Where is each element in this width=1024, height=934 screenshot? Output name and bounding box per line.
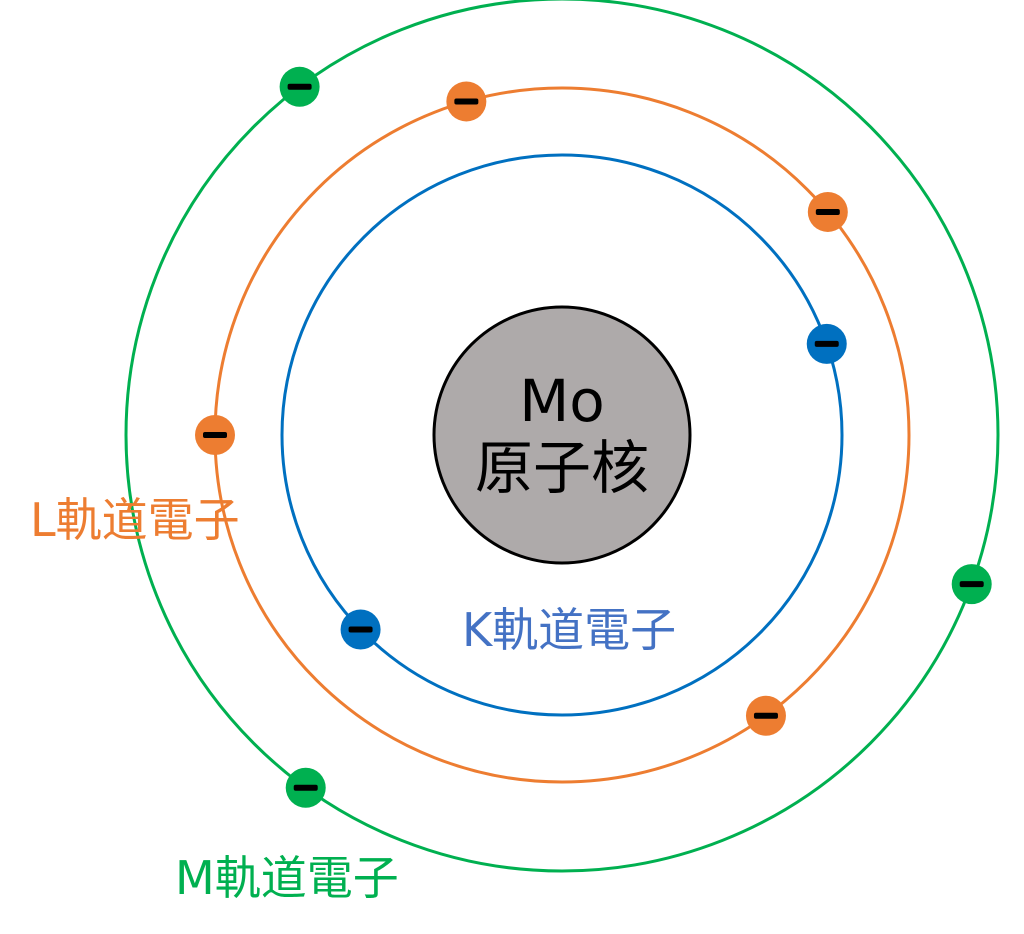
minus-icon [348, 626, 373, 633]
nucleus-label: Mo 原子核 [434, 307, 690, 563]
minus-icon [815, 208, 840, 215]
minus-icon [287, 83, 312, 90]
nucleus-text: 原子核 [474, 434, 649, 502]
orbit-m [124, 0, 1000, 873]
minus-icon [814, 340, 839, 347]
nucleus [432, 305, 692, 565]
orbit-k [280, 153, 844, 717]
minus-icon [753, 712, 778, 719]
minus-icon [293, 784, 318, 791]
l-shell-label: L軌道電子 [30, 493, 240, 547]
element-symbol: Mo [519, 367, 605, 436]
minus-icon [454, 98, 479, 105]
minus-icon [959, 581, 984, 588]
minus-icon [203, 432, 227, 438]
m-shell-label: M軌道電子 [175, 851, 399, 905]
k-shell-label: K軌道電子 [462, 603, 677, 657]
